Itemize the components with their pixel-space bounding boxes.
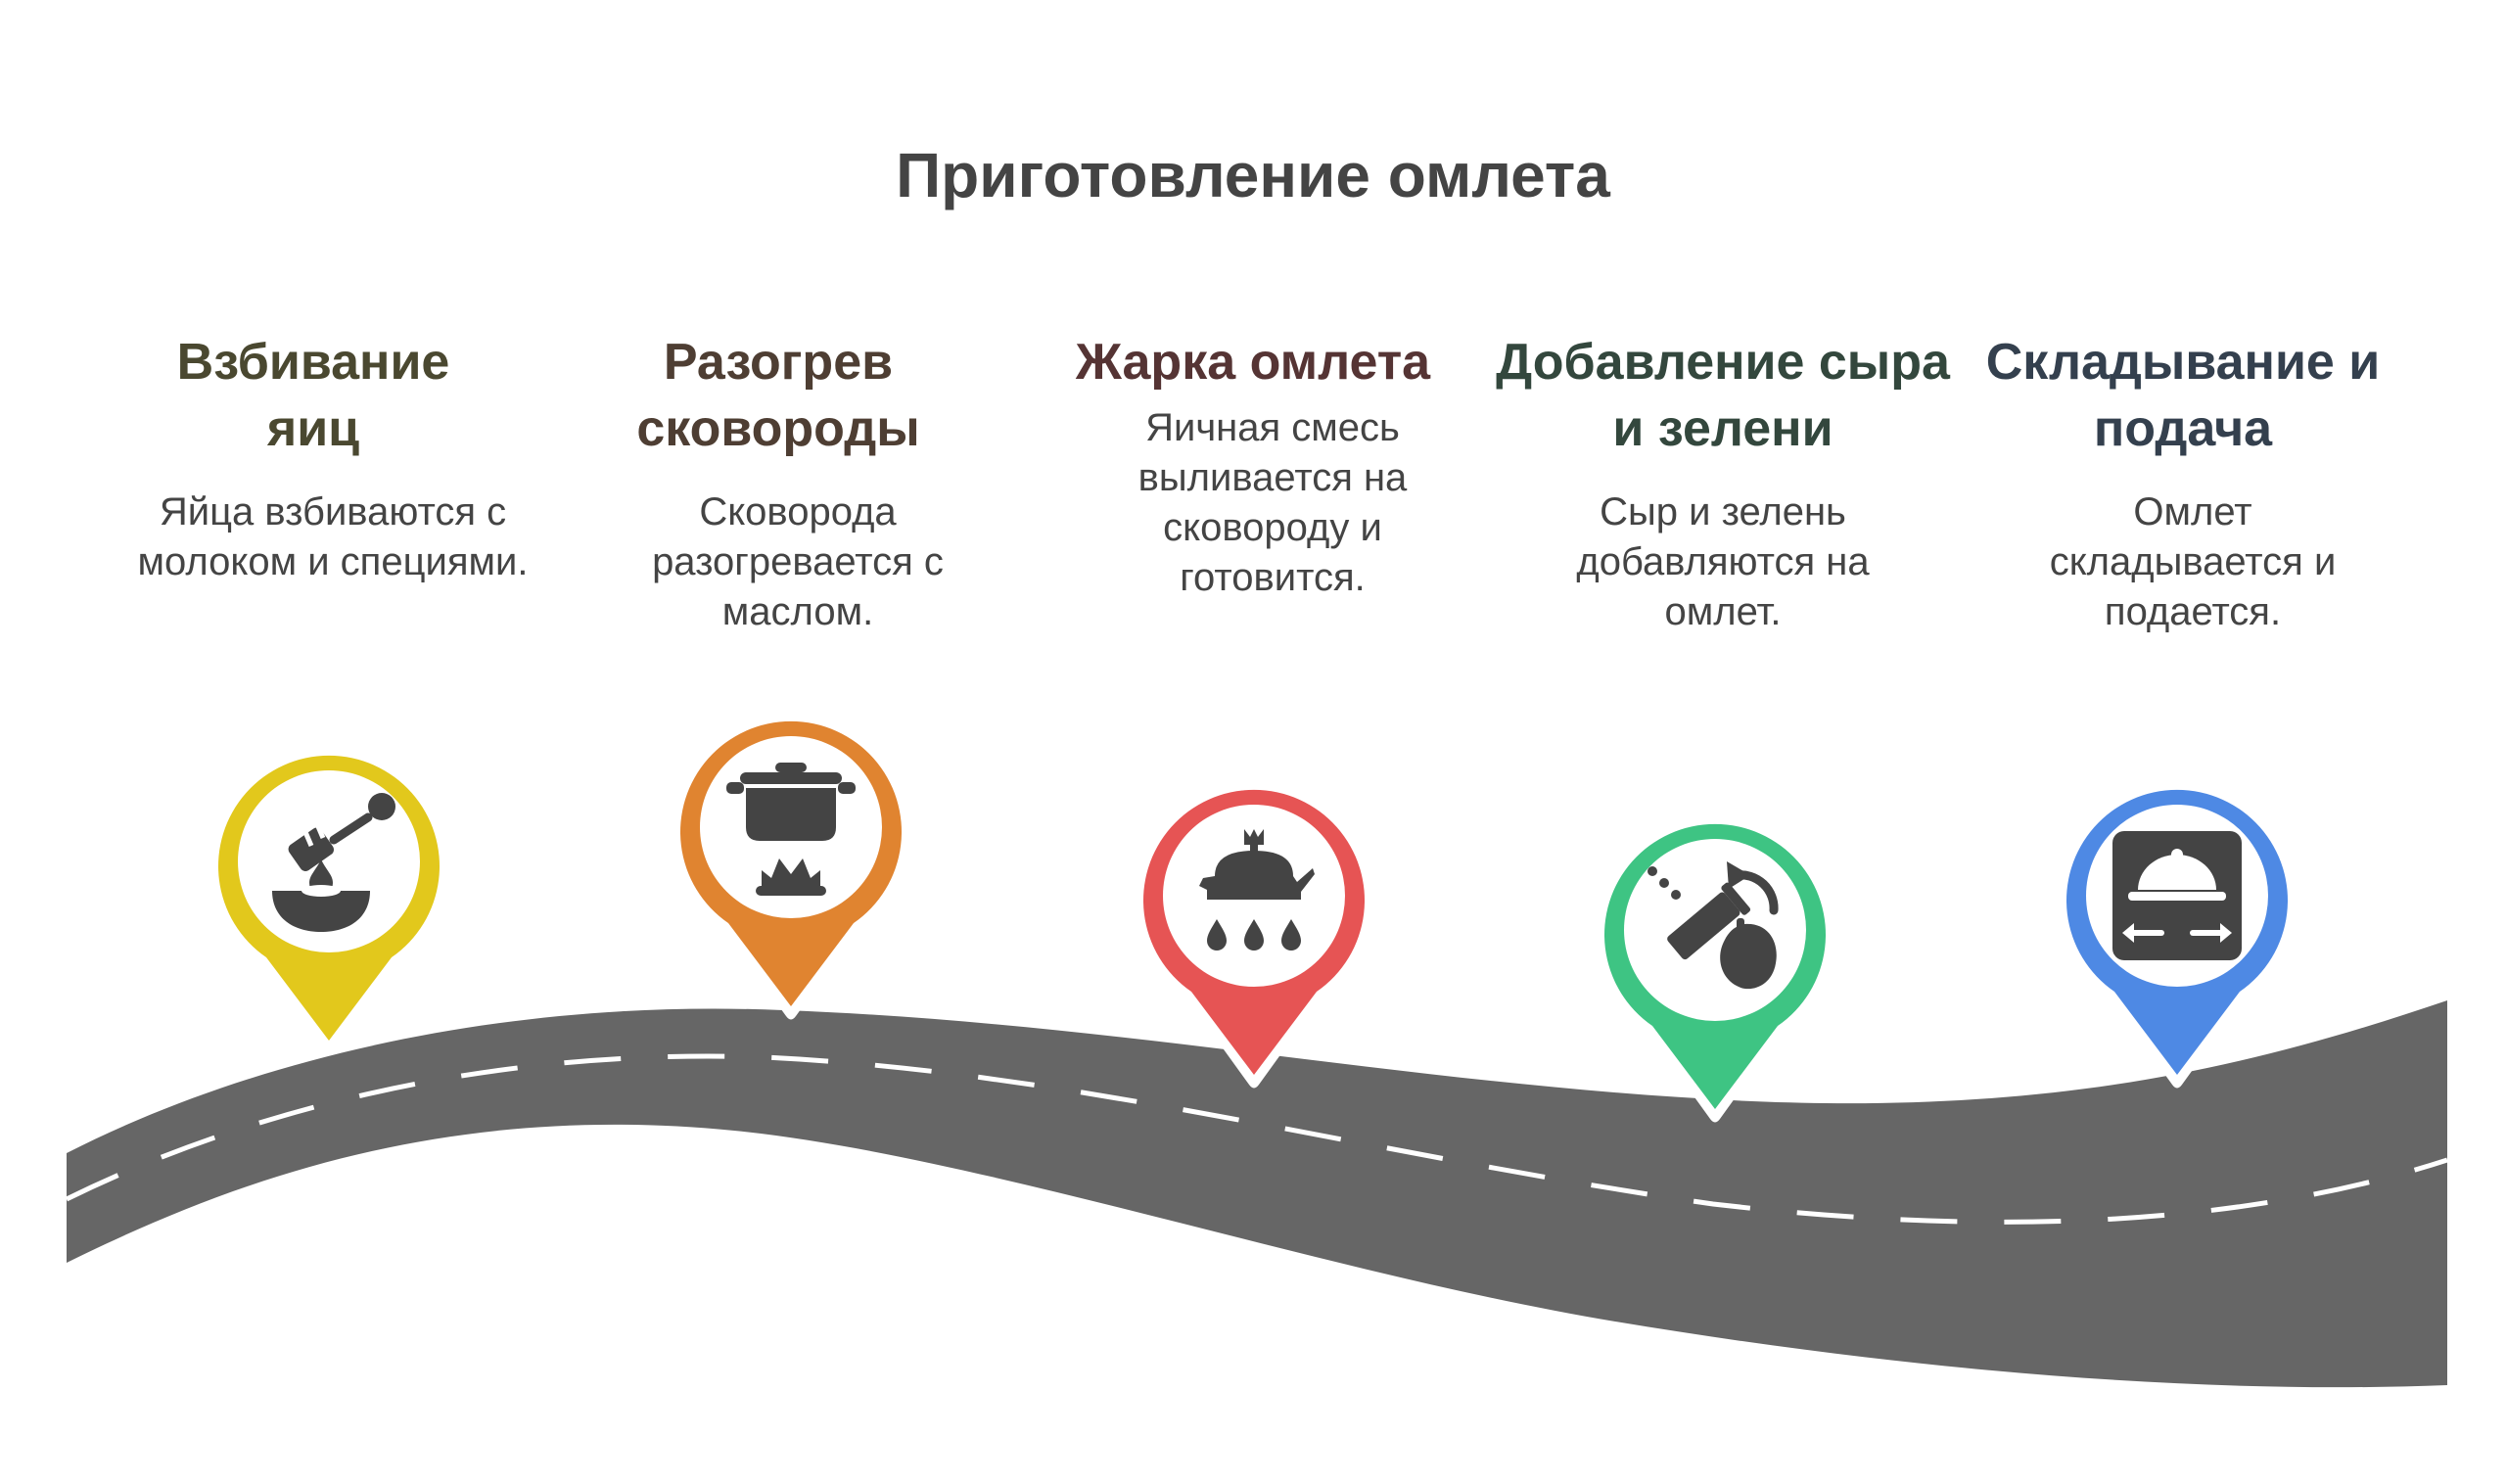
pin-step-1 bbox=[209, 742, 449, 1054]
step-heading: Добавление сыра и зелени bbox=[1496, 334, 1950, 457]
pin-step-3 bbox=[1134, 776, 1374, 1089]
pin-step-2 bbox=[671, 708, 911, 1020]
road bbox=[67, 1000, 2447, 1388]
step-description: Сковорода разогревается с маслом. bbox=[652, 490, 944, 633]
step-heading: Складывание и подача bbox=[1985, 334, 2381, 457]
serving-cloche-icon bbox=[2112, 831, 2242, 960]
step-description: Яичная смесь выливается на сковороду и г… bbox=[1137, 406, 1408, 599]
step-description: Сыр и зелень добавляются на омлет. bbox=[1576, 490, 1870, 633]
step-description: Яйца взбиваются с молоком и специями. bbox=[137, 490, 529, 583]
step-4: Добавление сыра и зелени Сыр и зелень до… bbox=[1496, 329, 1950, 637]
step-5: Складывание и подача Омлет складывается … bbox=[1968, 329, 2398, 637]
step-heading: Разогрев сковороды bbox=[636, 334, 920, 457]
step-description: Омлет складывается и подается. bbox=[2049, 490, 2337, 633]
step-3: Жарка омлета Яичная смесь выливается на … bbox=[1038, 329, 1468, 603]
step-2: Разогрев сковороды Сковорода разогревает… bbox=[563, 329, 994, 637]
page-title: Приготовление омлета bbox=[896, 140, 1610, 210]
step-1: Взбивание яиц Яйца взбиваются с молоком … bbox=[108, 329, 538, 587]
road-center-line bbox=[65, 1053, 2448, 1225]
pin-step-5 bbox=[2057, 776, 2297, 1089]
pin-step-4 bbox=[1595, 811, 1835, 1123]
shaker-sprinkle-icon bbox=[1647, 861, 1779, 990]
pot-on-burner-icon bbox=[726, 763, 856, 896]
step-heading: Взбивание яиц bbox=[176, 334, 450, 457]
step-heading: Жарка омлета bbox=[1075, 334, 1431, 391]
honey-dipper-bowl-icon bbox=[272, 793, 395, 932]
kettle-pouring-icon bbox=[1199, 829, 1315, 951]
